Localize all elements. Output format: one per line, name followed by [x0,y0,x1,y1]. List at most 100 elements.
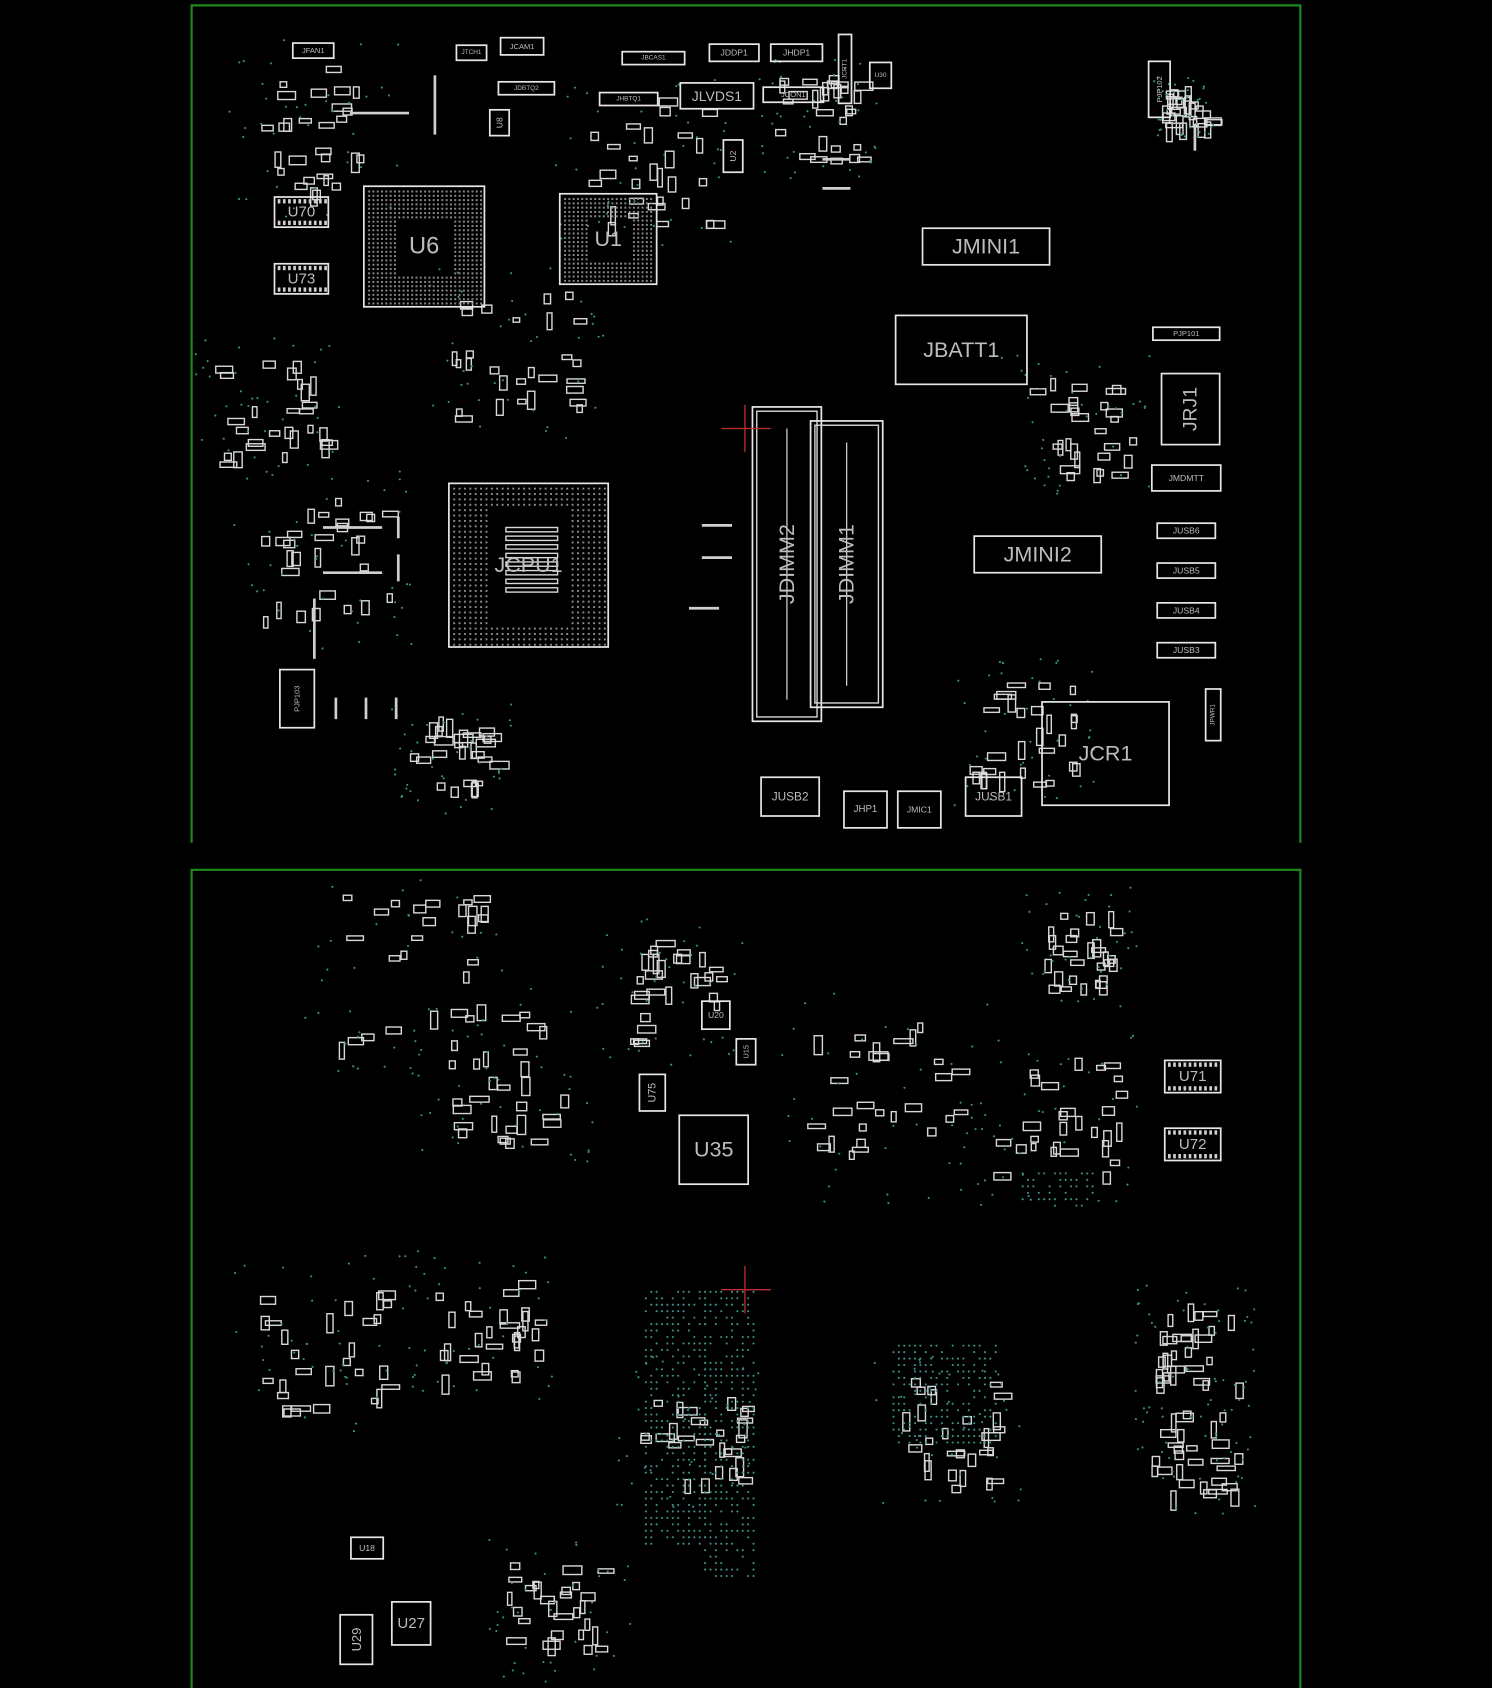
component-jdimm2[interactable]: JDIMM2 [751,406,823,723]
component-jusb1[interactable]: JUSB1 [964,776,1023,817]
smd-part [462,971,470,984]
smd-part [458,904,467,918]
via [693,1368,696,1371]
component-jfan1[interactable]: JFAN1 [291,42,335,59]
via [754,1388,757,1391]
smd-part [286,549,294,568]
via [609,1056,612,1059]
ball-pad [485,638,488,641]
component-u72[interactable]: U72 [1163,1127,1222,1162]
component-jhp1[interactable]: JHP1 [843,790,888,829]
component-jmini2[interactable]: JMINI2 [973,535,1103,574]
smd-part [488,1076,498,1091]
smd-part [335,518,350,527]
via [752,1407,755,1410]
component-jusb6[interactable]: JUSB6 [1156,522,1217,540]
component-pjp103[interactable]: PJP103 [279,668,316,729]
component-jmdm1[interactable]: JMDMTT [1150,464,1222,492]
smd-part [478,727,496,737]
component-u71[interactable]: U71 [1163,1059,1222,1094]
ball-pad [471,263,474,266]
component-jbatt1[interactable]: JBATT1 [894,314,1028,386]
ball-pad [381,190,384,193]
ball-pad [607,271,610,274]
ball-pad [480,229,483,232]
component-jcrt1[interactable]: JCRT1 [837,33,853,105]
component-pjp101[interactable]: PJP101 [1152,326,1221,342]
ball-pad [419,194,422,197]
ball-pad [385,289,388,292]
component-u8[interactable]: U8 [488,108,511,137]
ball-pad [474,487,477,490]
via [693,1490,696,1494]
component-jmini1[interactable]: JMINI1 [921,227,1051,266]
ball-pad [480,557,483,560]
component-jpwr1[interactable]: JPWR1 [1204,688,1222,742]
component-jusb2[interactable]: JUSB2 [760,776,821,817]
component-jhbtq1[interactable]: JHBTQ1 [598,91,659,107]
component-pjp102[interactable]: PJP102 [1147,60,1171,119]
component-u70[interactable]: U70 [273,196,330,229]
via [394,773,397,776]
via [698,1323,701,1326]
ball-pad [441,285,444,288]
ball-pad [589,279,592,282]
via [724,121,727,125]
via [671,1445,674,1448]
component-u35[interactable]: U35 [678,1114,750,1186]
ball-pad [632,258,635,261]
component-u6[interactable]: U6 [362,185,486,308]
via [827,1052,830,1055]
ball-pad [467,212,470,215]
smd-part [276,1391,290,1400]
component-u20[interactable]: U20 [701,1000,731,1031]
component-u1[interactable]: U1 [558,192,658,286]
via [967,1422,970,1425]
component-u18[interactable]: U18 [350,1536,385,1560]
smd-part [315,147,332,156]
smd-part [482,732,503,743]
component-jusb5[interactable]: JUSB5 [1156,562,1217,579]
via [1070,1185,1073,1188]
component-jdimm1[interactable]: JDIMM1 [809,420,884,709]
component-u2[interactable]: U2 [722,139,744,174]
via [666,1323,669,1326]
component-jcpu1[interactable]: JCPU1 [448,482,610,648]
via [304,103,307,106]
component-u27[interactable]: U27 [390,1601,432,1646]
component-jrj1[interactable]: JRJ1 [1160,372,1221,446]
smd-part [1090,1126,1098,1139]
ball-pad [463,579,466,582]
component-jtch1[interactable]: JTCH1 [455,44,488,62]
component-jcr1[interactable]: JCR1 [1041,701,1170,807]
component-jcon1[interactable]: JCON1 [762,86,825,104]
ball-pad [463,633,466,635]
via [597,1568,600,1571]
component-jmic1[interactable]: JMIC1 [896,790,942,829]
component-jusb4[interactable]: JUSB4 [1156,601,1217,619]
component-u75[interactable]: U75 [638,1073,667,1112]
component-jcam1[interactable]: JCAM1 [499,36,545,56]
component-u73[interactable]: U73 [273,262,330,295]
component-jhdp1[interactable]: JHDP1 [769,43,824,63]
via [714,1368,717,1371]
component-jbcas1[interactable]: JBCAS1 [621,50,686,66]
component-jusb3[interactable]: JUSB3 [1156,641,1217,659]
component-jdbtq2[interactable]: JDBTQ2 [497,80,556,96]
component-u15[interactable]: U15 [735,1037,757,1066]
via [356,621,359,624]
component-jddp1[interactable]: JDDP1 [708,43,760,63]
pin [1167,1154,1171,1159]
component-u30[interactable]: U30 [868,61,893,90]
via [747,1316,750,1319]
component-jlvds1[interactable]: JLVDS1 [679,82,755,110]
ball-pad [454,293,457,296]
via [633,141,636,145]
component-outline [273,196,330,229]
smd-part [289,430,299,449]
component-u29[interactable]: U29 [339,1613,374,1666]
via [522,1672,525,1675]
ball-pad [458,268,461,270]
